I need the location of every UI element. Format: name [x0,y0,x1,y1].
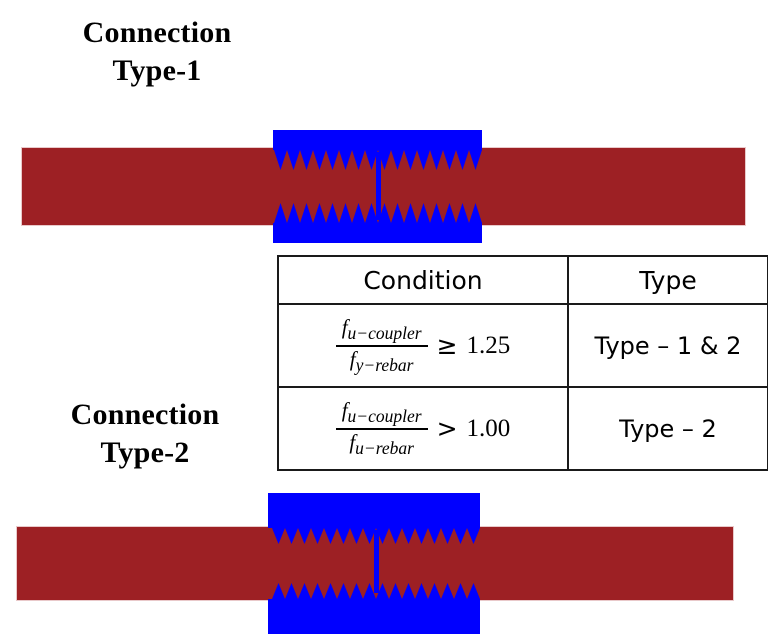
coupler-upper-threads [273,148,482,170]
table-row: fu−coupler fu−rebar > 1.00 Type – 2 [277,386,768,471]
fraction-denominator-2: fu−rebar [343,430,420,460]
rebar-right-segment [409,526,734,601]
coupler-sleeve [268,493,480,634]
condition-cell-row-1: fu−coupler fy−rebar ≥ 1.25 [277,303,569,388]
numerator-symbol-2: f [341,397,348,422]
numerator-symbol-1: f [341,314,348,339]
coupler-lower-threads [273,203,482,225]
threshold-value-1: 1.25 [466,332,511,359]
coupler-center-seam [376,152,381,220]
coupler-lower-threads [268,583,480,600]
fraction-numerator-2: fu−coupler [336,398,428,428]
fraction-2: fu−coupler fu−rebar [335,398,428,460]
numerator-subscript-2: u−coupler [347,406,422,426]
denominator-subscript-2: u−rebar [355,437,414,458]
fraction-1: fu−coupler fy−rebar [335,315,428,377]
coupler-requirements-table: Condition Type fu−coupler fy−rebar ≥ 1.2… [277,255,768,471]
column-header-type: Type [567,255,768,305]
condition-cell-row-2: fu−coupler fu−rebar > 1.00 [277,386,569,471]
denominator-symbol-2: f [349,429,356,454]
threshold-value-2: 1.00 [466,415,511,442]
rebar-left-segment [16,526,343,601]
rebar-core-inside-coupler [268,527,480,600]
coupler-center-seam [374,530,379,593]
connection-type-2-title: Connection Type-2 [20,396,270,473]
connection-type-1-diagram [0,0,768,250]
title-line-2: Type-2 [100,436,190,470]
title-line-1: Connection [70,398,220,431]
numerator-subscript-1: u−coupler [347,323,422,343]
condition-formula-1: fu−coupler fy−rebar ≥ 1.25 [335,315,511,377]
denominator-subscript-1: y−rebar [355,354,414,375]
title-line-2: Type-1 [112,54,202,88]
fraction-numerator-1: fu−coupler [336,315,428,345]
type-cell-row-2: Type – 2 [567,386,768,471]
fraction-bar-1 [335,344,428,347]
relation-operator-1: ≥ [436,331,458,360]
fraction-bar-2 [335,427,428,430]
type-cell-row-1: Type – 1 & 2 [567,303,768,388]
coupler-upper-threads [268,527,480,544]
column-header-condition: Condition [277,255,569,305]
condition-formula-2: fu−coupler fu−rebar > 1.00 [335,398,511,460]
fraction-denominator-1: fy−rebar [344,347,420,377]
connection-type-1-title: Connection Type-1 [32,14,282,91]
denominator-symbol-1: f [349,346,356,371]
table-header-row: Condition Type [277,255,768,305]
table-row: fu−coupler fy−rebar ≥ 1.25 Type – 1 & 2 [277,303,768,388]
title-line-1: Connection [82,16,232,49]
relation-operator-2: > [436,414,458,443]
